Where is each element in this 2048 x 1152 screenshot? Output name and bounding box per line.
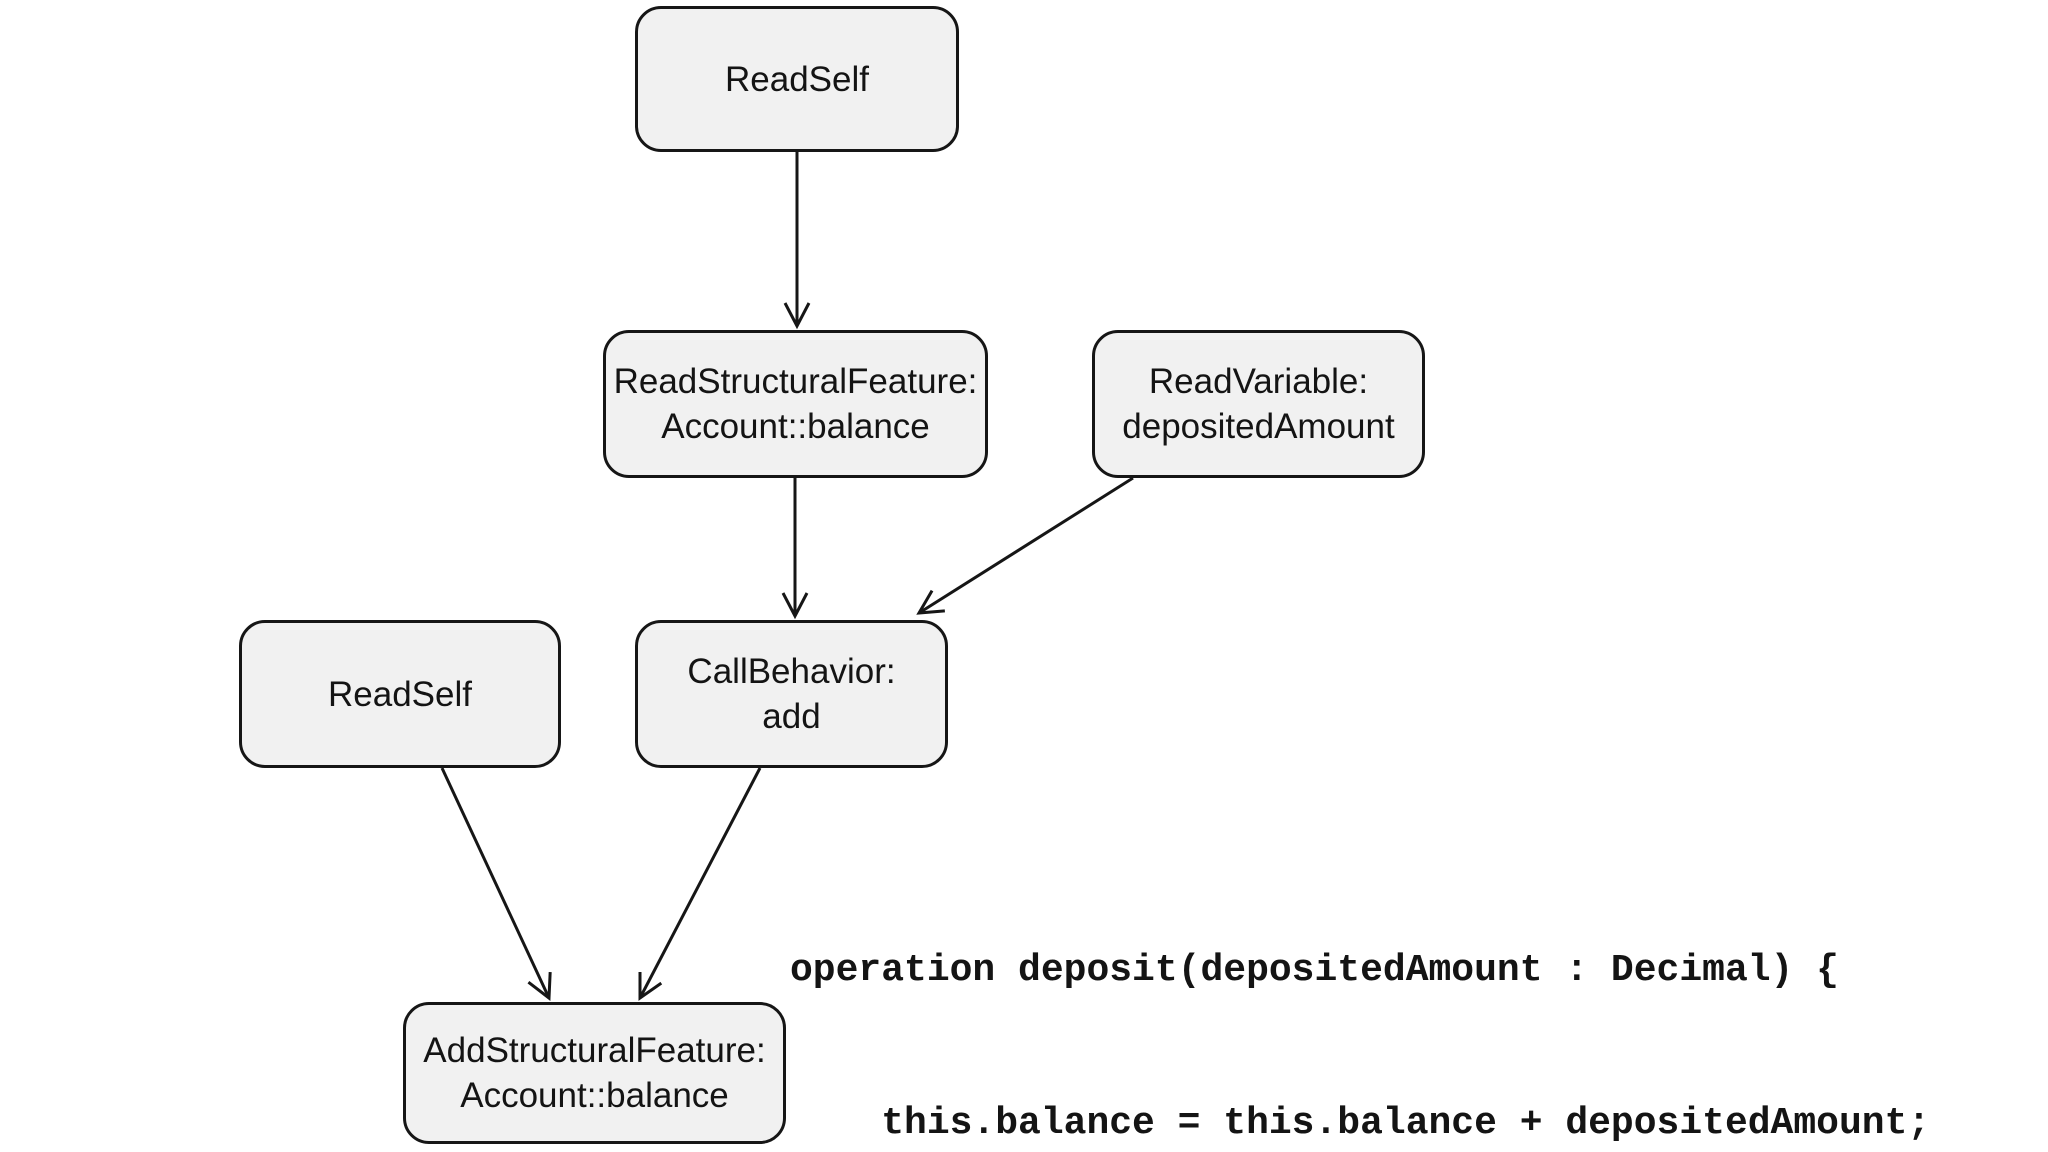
- node-label: ReadSelf: [328, 674, 472, 714]
- code-line-2: this.balance = this.balance + depositedA…: [790, 1102, 1931, 1145]
- node-read-self-top: ReadSelf: [635, 6, 959, 152]
- edge-callbehavior-to-addstructuralfeature-arrow: [638, 767, 762, 1001]
- node-call-behavior: CallBehavior: add: [635, 620, 948, 768]
- node-label-line1: ReadStructuralFeature:: [613, 362, 978, 401]
- node-label-line1: ReadVariable:: [1148, 362, 1369, 401]
- edge-readvariable-to-callbehavior-arrow: [916, 476, 1134, 615]
- node-add-structural-feature: AddStructuralFeature: Account::balance: [403, 1002, 786, 1144]
- node-label-line2: Account::balance: [661, 407, 930, 446]
- node-label-line1: AddStructuralFeature:: [423, 1031, 766, 1070]
- node-read-structural-feature: ReadStructuralFeature: Account::balance: [603, 330, 988, 478]
- edge-readself-to-addstructuralfeature-arrow: [440, 767, 552, 1001]
- code-line-1: operation deposit(depositedAmount : Deci…: [790, 949, 1839, 992]
- code-snippet: operation deposit(depositedAmount : Deci…: [790, 843, 1930, 1152]
- node-label: ReadSelf: [725, 59, 869, 99]
- node-label-line1: CallBehavior:: [687, 652, 896, 691]
- node-read-self-left: ReadSelf: [239, 620, 561, 768]
- node-label-line2: Account::balance: [460, 1076, 729, 1115]
- node-label-line2: depositedAmount: [1122, 407, 1395, 446]
- node-label-line2: add: [762, 697, 821, 736]
- node-read-variable: ReadVariable: depositedAmount: [1092, 330, 1425, 478]
